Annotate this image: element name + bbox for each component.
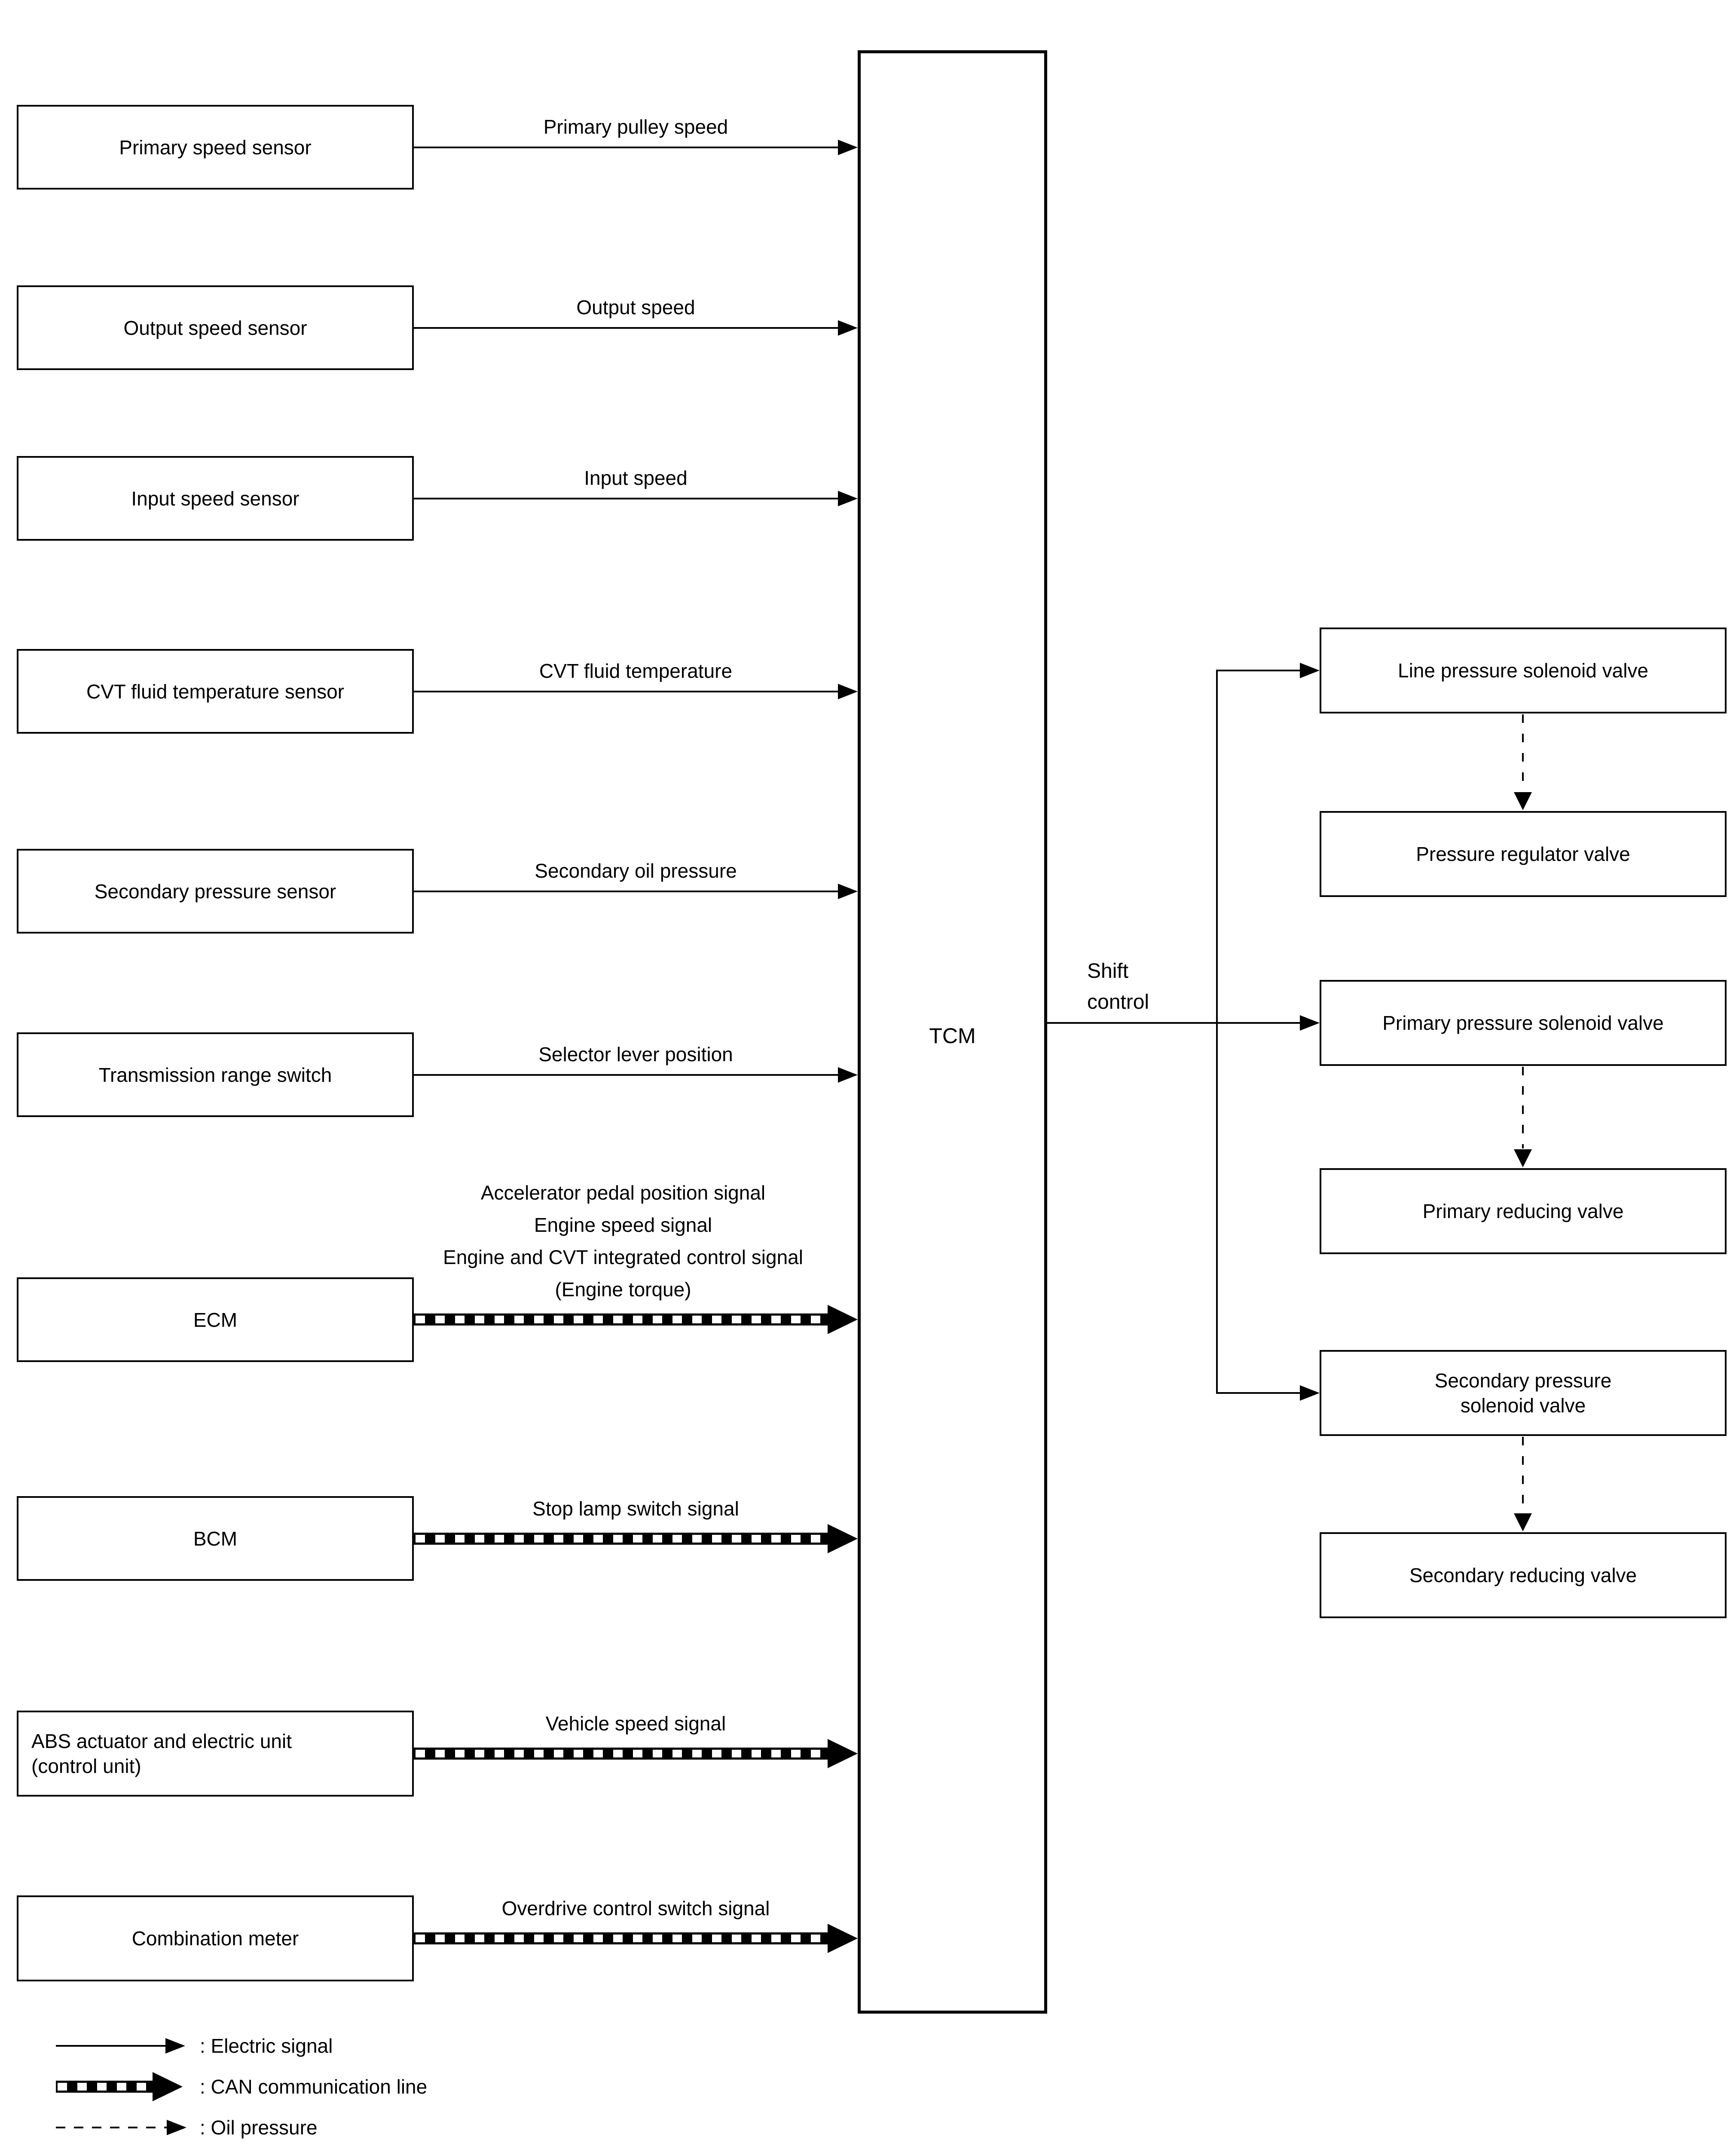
- can-arrow-head-icon: [828, 1924, 858, 1953]
- shift-branch-bottom-line: [1216, 1392, 1301, 1394]
- electric-arrow-head-icon: [1300, 1385, 1320, 1401]
- signal-label-input-speed: Input speed: [584, 467, 688, 489]
- electric-arrow-line: [414, 327, 839, 329]
- oil-pressure-arrow-head-icon: [1514, 792, 1532, 810]
- electric-arrow-head-icon: [838, 1067, 858, 1083]
- can-arrow-bar: [414, 1533, 828, 1545]
- electric-arrow-line: [414, 891, 839, 892]
- legend-label-can-communication-line: : CAN communication line: [200, 2076, 428, 2098]
- electric-arrow-head-icon: [167, 2120, 186, 2135]
- electric-arrow-head-icon: [1300, 1015, 1320, 1031]
- can-arrow-head-icon: [828, 1305, 858, 1334]
- box-output-speed-sensor: Output speed sensor: [17, 285, 414, 370]
- box-label: Input speed sensor: [131, 487, 300, 510]
- box-label: Secondary reducing valve: [1409, 1564, 1637, 1586]
- box-label: Transmission range switch: [98, 1063, 332, 1086]
- signal-label-primary-pulley-speed: Primary pulley speed: [543, 116, 728, 138]
- oil-pressure-line: [1522, 1437, 1524, 1513]
- box-label: Primary reducing valve: [1422, 1200, 1624, 1222]
- box-label: Output speed sensor: [123, 316, 307, 339]
- legend-oil-pressure-line: [56, 2127, 167, 2128]
- legend-can-bar: [56, 2081, 153, 2093]
- box-label: ABS actuator and electric unit (control …: [31, 1730, 292, 1777]
- box-abs-actuator: ABS actuator and electric unit (control …: [17, 1711, 414, 1797]
- box-primary-pressure-solenoid-valve: Primary pressure solenoid valve: [1320, 980, 1727, 1066]
- oil-pressure-arrow-head-icon: [1514, 1149, 1532, 1167]
- electric-arrow-head-icon: [1300, 663, 1320, 678]
- box-label: Secondary pressure sensor: [94, 880, 336, 903]
- signal-label-cvt-fluid-temperature: CVT fluid temperature: [539, 660, 733, 682]
- electric-arrow-head-icon: [838, 320, 858, 336]
- can-arrow-head-icon: [828, 1524, 858, 1553]
- electric-arrow-head-icon: [838, 140, 858, 155]
- box-label: Pressure regulator valve: [1416, 843, 1630, 865]
- box-secondary-pressure-solenoid-valve: Secondary pressure solenoid valve: [1320, 1350, 1727, 1436]
- signal-label-overdrive-control-switch: Overdrive control switch signal: [501, 1897, 770, 1919]
- electric-arrow-line: [414, 147, 839, 148]
- oil-pressure-line: [1522, 714, 1524, 792]
- box-label: Combination meter: [131, 1927, 299, 1950]
- signal-label-secondary-oil-pressure: Secondary oil pressure: [535, 860, 737, 882]
- box-label: Primary speed sensor: [119, 136, 312, 159]
- box-ecm: ECM: [17, 1277, 414, 1362]
- box-pressure-regulator-valve: Pressure regulator valve: [1320, 811, 1727, 897]
- tcm-label: TCM: [929, 1024, 976, 1048]
- box-tcm: [858, 50, 1047, 2014]
- box-bcm: BCM: [17, 1496, 414, 1581]
- box-primary-reducing-valve: Primary reducing valve: [1320, 1168, 1727, 1254]
- electric-arrow-head-icon: [838, 884, 858, 899]
- box-input-speed-sensor: Input speed sensor: [17, 456, 414, 541]
- box-label: BCM: [193, 1527, 238, 1550]
- electric-arrow-line: [414, 1074, 839, 1076]
- shift-branch-top-line: [1216, 670, 1301, 671]
- box-label: Secondary pressure solenoid valve: [1434, 1369, 1612, 1417]
- can-arrow-bar: [414, 1313, 828, 1326]
- shift-control-line: [1047, 1022, 1301, 1024]
- legend-label-oil-pressure: : Oil pressure: [200, 2116, 318, 2139]
- box-secondary-pressure-sensor: Secondary pressure sensor: [17, 849, 414, 934]
- box-label: Line pressure solenoid valve: [1397, 659, 1649, 682]
- box-label: CVT fluid temperature sensor: [86, 680, 344, 703]
- box-combination-meter: Combination meter: [17, 1895, 414, 1981]
- electric-arrow-head-icon: [838, 491, 858, 506]
- box-cvt-fluid-temperature-sensor: CVT fluid temperature sensor: [17, 649, 414, 734]
- signal-label-ecm-can-signals: Accelerator pedal position signal Engine…: [443, 1182, 803, 1301]
- legend-label-electric-signal: : Electric signal: [200, 2035, 333, 2057]
- signal-label-vehicle-speed: Vehicle speed signal: [545, 1712, 726, 1735]
- can-arrow-bar: [414, 1932, 828, 1944]
- box-primary-speed-sensor: Primary speed sensor: [17, 105, 414, 190]
- box-line-pressure-solenoid-valve: Line pressure solenoid valve: [1320, 628, 1727, 713]
- box-label: ECM: [193, 1308, 238, 1331]
- signal-label-stop-lamp-switch: Stop lamp switch signal: [532, 1497, 739, 1520]
- box-label: Primary pressure solenoid valve: [1382, 1012, 1664, 1034]
- can-arrow-head-icon: [828, 1739, 858, 1768]
- legend-electric-line: [56, 2045, 165, 2047]
- oil-pressure-line: [1522, 1067, 1524, 1148]
- electric-arrow-head-icon: [838, 684, 858, 699]
- can-arrow-head-icon: [153, 2072, 183, 2101]
- electric-arrow-line: [414, 498, 839, 499]
- shift-control-label: Shift control: [1087, 960, 1149, 1013]
- signal-label-selector-lever-position: Selector lever position: [538, 1043, 733, 1065]
- can-arrow-bar: [414, 1748, 828, 1760]
- electric-arrow-line: [414, 691, 839, 692]
- signal-label-output-speed: Output speed: [576, 296, 695, 318]
- shift-branch-vertical-line: [1216, 670, 1218, 1394]
- box-transmission-range-switch: Transmission range switch: [17, 1032, 414, 1117]
- box-secondary-reducing-valve: Secondary reducing valve: [1320, 1532, 1727, 1618]
- oil-pressure-arrow-head-icon: [1514, 1513, 1532, 1531]
- electric-arrow-head-icon: [165, 2038, 185, 2054]
